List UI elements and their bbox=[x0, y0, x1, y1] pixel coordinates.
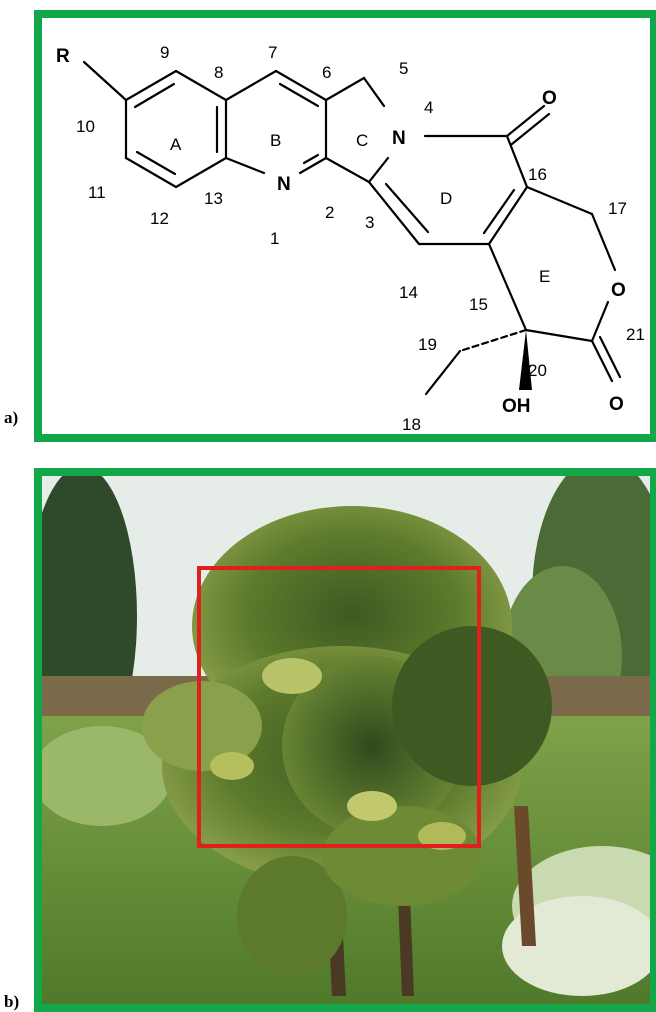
position-12: 12 bbox=[150, 209, 169, 228]
ring-d: D bbox=[440, 189, 452, 208]
position-1: 1 bbox=[270, 229, 279, 248]
atom-oh: OH bbox=[502, 396, 531, 417]
position-16: 16 bbox=[528, 165, 547, 184]
atom-o-ketone: O bbox=[542, 88, 557, 109]
position-10: 10 bbox=[76, 117, 95, 136]
position-15: 15 bbox=[469, 295, 488, 314]
atom-n4: N bbox=[392, 128, 406, 149]
atom-r: R bbox=[56, 46, 70, 67]
position-13: 13 bbox=[204, 189, 223, 208]
plant-photo-panel bbox=[34, 468, 656, 1012]
position-9: 9 bbox=[160, 43, 169, 62]
position-6: 6 bbox=[322, 63, 331, 82]
position-4: 4 bbox=[424, 98, 433, 117]
ring-b: B bbox=[270, 131, 281, 150]
position-7: 7 bbox=[268, 43, 277, 62]
ring-a: A bbox=[170, 135, 182, 154]
position-8: 8 bbox=[214, 63, 223, 82]
position-2: 2 bbox=[325, 203, 334, 222]
structure-panel: R N N O O O OH A B C D E 1 2 3 4 5 6 7 8… bbox=[34, 10, 656, 442]
position-18: 18 bbox=[402, 415, 421, 434]
atom-n1: N bbox=[277, 174, 291, 195]
position-17: 17 bbox=[608, 199, 627, 218]
position-20: 20 bbox=[528, 361, 547, 380]
position-5: 5 bbox=[399, 59, 408, 78]
panel-a-label: a) bbox=[4, 408, 19, 427]
position-21: 21 bbox=[626, 325, 645, 344]
highlight-box bbox=[197, 566, 481, 848]
position-3: 3 bbox=[365, 213, 374, 232]
atom-o-lactone: O bbox=[609, 394, 624, 415]
ring-c: C bbox=[356, 131, 368, 150]
oh-wedge-bond bbox=[519, 330, 532, 390]
camptothecin-structure: R N N O O O OH A B C D E 1 2 3 4 5 6 7 8… bbox=[56, 43, 645, 434]
ring-e: E bbox=[539, 267, 550, 286]
position-11: 11 bbox=[88, 183, 106, 202]
atom-o-ring: O bbox=[611, 280, 626, 301]
bond-r bbox=[82, 60, 128, 102]
position-19: 19 bbox=[418, 335, 437, 354]
tree-photo bbox=[42, 476, 650, 1004]
position-14: 14 bbox=[399, 283, 418, 302]
panel-b-label: b) bbox=[4, 992, 20, 1011]
